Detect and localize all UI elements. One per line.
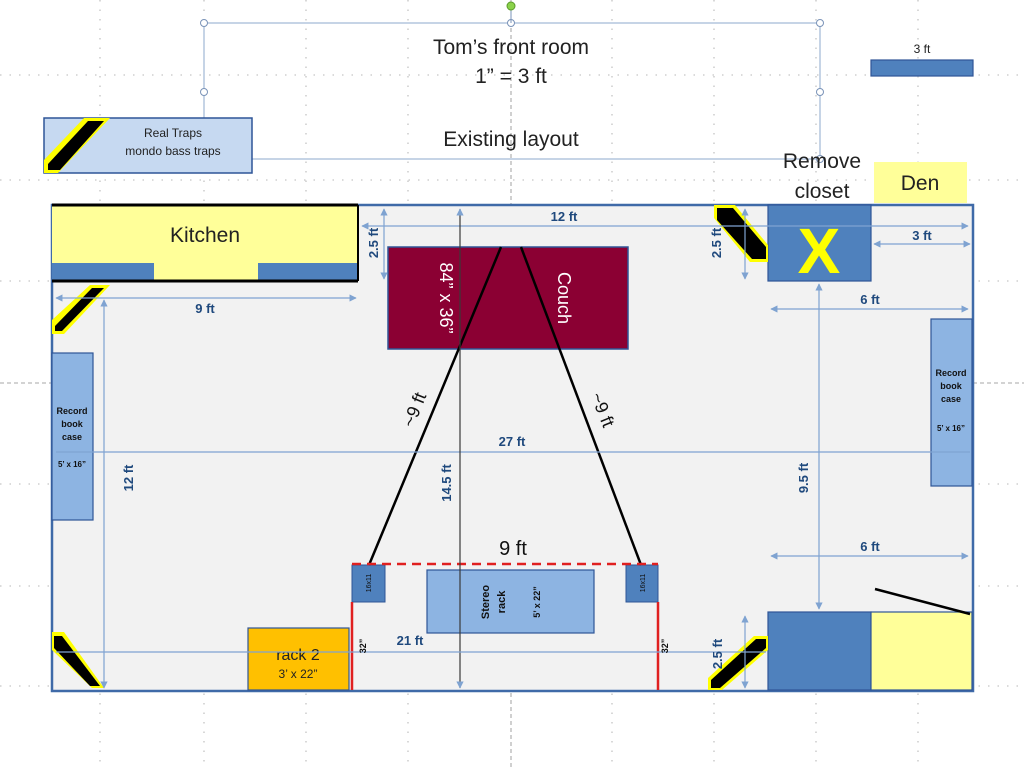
bass-trap-bottom-left[interactable] <box>52 632 104 688</box>
dim-kitchen-9ft: 9 ft <box>195 301 215 316</box>
dim-left-12ft: 12 ft <box>121 464 136 491</box>
record-right-line-2: book <box>940 381 962 391</box>
record-right-size: 5’ x 16” <box>937 424 965 433</box>
traps-line-1: Real Traps <box>144 126 202 140</box>
record-right-line-1: Record <box>935 368 966 378</box>
title-line-1: Tom’s front room <box>433 36 589 59</box>
kitchen[interactable]: Kitchen <box>52 203 359 283</box>
dim-closet-2-5ft: 2.5 ft <box>709 227 724 258</box>
record-left-line-2: book <box>61 419 83 429</box>
speaker-left-label: 16x11 <box>366 574 373 593</box>
speaker-right-label: 16x11 <box>640 574 647 593</box>
bass-trap-legend[interactable]: Real Traps mondo bass traps <box>43 117 253 174</box>
dim-closet-3ft: 3 ft <box>912 228 932 243</box>
record-left-line-1: Record <box>56 406 87 416</box>
den-label-box <box>874 162 967 203</box>
record-bookcase-left[interactable]: Record book case 5’ x 16” <box>51 352 94 521</box>
stereo-line-2: rack <box>496 590 508 614</box>
dimension-labels: 12 ft 2.5 ft 2.5 ft 3 ft 9 ft 6 ft 27 ft… <box>121 209 932 669</box>
dim-right-9-5ft: 9.5 ft <box>796 462 811 493</box>
remove-closet-line-1: Remove <box>783 150 861 173</box>
dim-left-32in: 32” <box>358 639 368 654</box>
remove-closet-line-2: closet <box>795 180 850 203</box>
den-label: Den <box>901 172 940 195</box>
title-line-2: 1” = 3 ft <box>475 65 547 88</box>
title-selection-frame[interactable] <box>200 1 824 163</box>
couch-size: 84” x 36” <box>436 262 456 333</box>
bottom-right-cabinet[interactable] <box>767 587 973 691</box>
record-left-line-3: case <box>62 432 82 442</box>
dim-width-27ft: 27 ft <box>499 434 526 449</box>
dim-top-12ft: 12 ft <box>551 209 578 224</box>
dim-bottom-2-5ft: 2.5 ft <box>710 638 725 669</box>
listening-triangle <box>367 246 643 566</box>
scale-bar[interactable] <box>870 59 974 77</box>
stereo-size: 5’ x 22” <box>532 586 542 618</box>
scale-bar-label: 3 ft <box>914 42 931 56</box>
dim-depth-14-5ft: 14.5 ft <box>439 464 454 502</box>
dim-bottom-21ft: 21 ft <box>397 633 424 648</box>
kitchen-label: Kitchen <box>170 224 240 247</box>
rack2-line-1: rack 2 <box>276 647 320 664</box>
dim-right-6ft-top: 6 ft <box>860 292 880 307</box>
speaker-right[interactable]: 16x11 <box>625 564 659 603</box>
rack-2[interactable]: rack 2 3’ x 22” <box>247 627 350 691</box>
closet[interactable]: X <box>767 204 872 287</box>
record-right-line-3: case <box>941 394 961 404</box>
traps-line-2: mondo bass traps <box>125 144 220 158</box>
speakers-9ft-label: 9 ft <box>499 538 527 560</box>
dim-right-6ft-bottom: 6 ft <box>860 539 880 554</box>
dim-kitchen-2-5ft: 2.5 ft <box>366 227 381 258</box>
couch[interactable]: 84” x 36” Couch <box>387 246 629 350</box>
stereo-line-1: Stereo <box>480 585 492 620</box>
speaker-spacing-markers <box>350 562 660 690</box>
rack2-line-2: 3’ x 22” <box>279 667 318 681</box>
speaker-left[interactable]: 16x11 <box>351 564 386 603</box>
record-left-size: 5’ x 16” <box>58 460 86 469</box>
record-bookcase-right[interactable]: Record book case 5’ x 16” <box>930 318 973 487</box>
rotate-handle[interactable] <box>506 1 516 11</box>
couch-label: Couch <box>554 272 574 324</box>
dim-right-32in: 32” <box>660 639 670 654</box>
dimension-lines <box>55 208 971 689</box>
bass-trap-bottom-right[interactable] <box>708 636 768 690</box>
stereo-rack[interactable]: Stereo rack 5’ x 22” <box>426 569 595 634</box>
title-line-3: Existing layout <box>443 128 579 151</box>
